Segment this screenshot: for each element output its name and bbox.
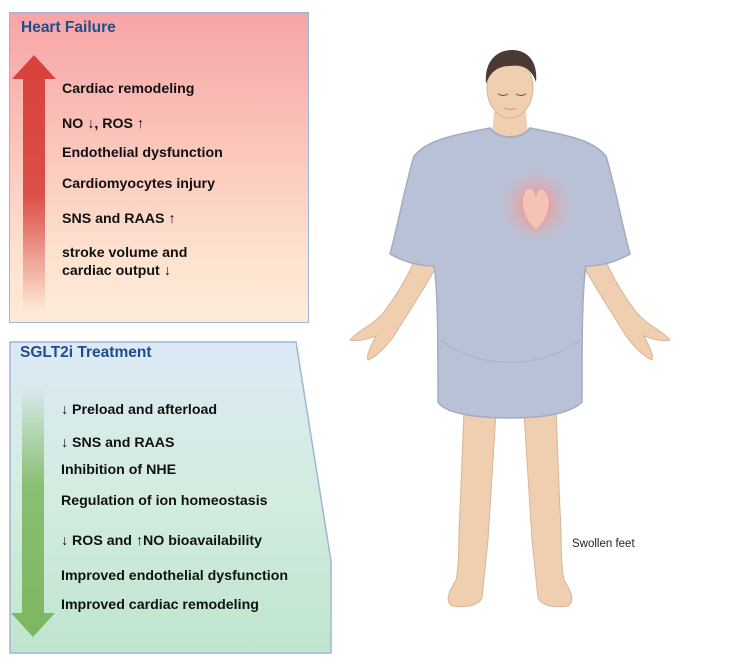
hf-item-cardiac-remodeling: Cardiac remodeling — [62, 81, 195, 97]
sglt2i-treatment-title: SGLT2i Treatment — [20, 344, 152, 361]
right-leg — [523, 409, 573, 608]
heart-icon — [521, 187, 550, 231]
hf-item-sns-raas: SNS and RAAS ↑ — [62, 211, 176, 227]
sg-item-sns-raas: ↓ SNS and RAAS — [61, 435, 175, 451]
hf-item-cardiomyocytes-injury: Cardiomyocytes injury — [62, 176, 215, 192]
neck — [492, 112, 528, 138]
up-arrow-icon — [12, 55, 56, 310]
sg-item-cardiac-remodeling: Improved cardiac remodeling — [61, 597, 259, 613]
sg-item-inhibition-nhe: Inhibition of NHE — [61, 462, 177, 478]
sg-item-preload-afterload: ↓ Preload and afterload — [61, 402, 218, 418]
hf-item-endothelial-dysfunction: Endothelial dysfunction — [62, 145, 223, 161]
heart-failure-title: Heart Failure — [21, 19, 116, 36]
hf-item-no-ros: NO ↓, ROS ↑ — [62, 116, 144, 132]
hf-item-stroke-volume: stroke volume and — [62, 245, 188, 261]
down-arrow-icon — [11, 386, 55, 637]
sg-item-ros-no: ↓ ROS and ↑NO bioavailability — [61, 533, 263, 549]
sglt2i-treatment-panel — [9, 341, 333, 655]
sg-item-ion-homeostasis: Regulation of ion homeostasis — [61, 493, 268, 509]
heart-failure-panel — [9, 12, 309, 323]
left-leg — [447, 409, 497, 608]
hair — [485, 50, 537, 84]
patient-illustration — [349, 50, 671, 608]
hf-item-cardiac-output: cardiac output ↓ — [62, 263, 171, 279]
swollen-feet-label: Swollen feet — [572, 538, 635, 550]
sg-item-endothelial: Improved endothelial dysfunction — [61, 568, 289, 584]
